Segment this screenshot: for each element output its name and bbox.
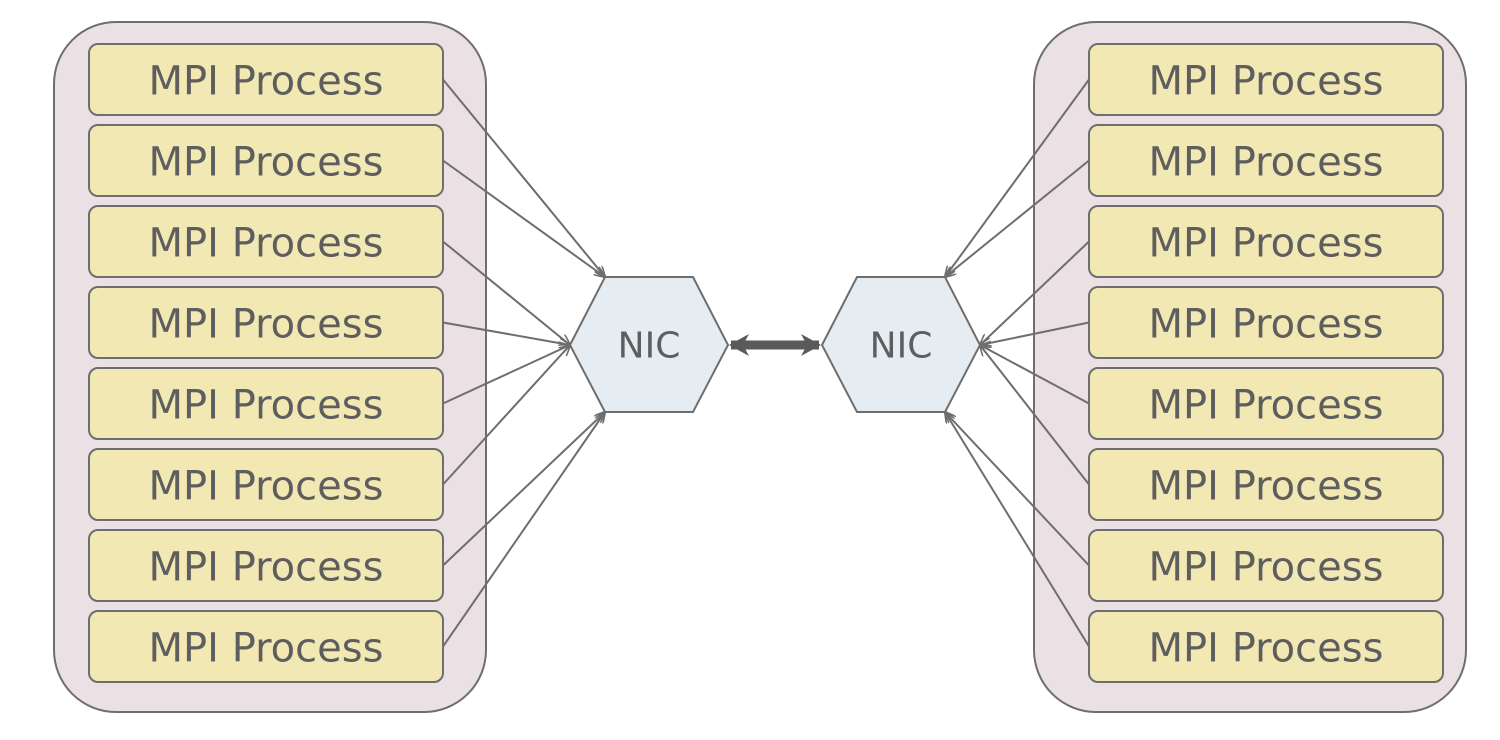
right-nic-label: NIC xyxy=(870,326,933,367)
right-process-3: MPI Process xyxy=(1088,205,1444,278)
right-process-8: MPI Process xyxy=(1088,610,1444,683)
left-process-7: MPI Process xyxy=(88,529,444,602)
left-connection-8 xyxy=(442,412,605,648)
right-connection-5 xyxy=(980,345,1090,405)
right-process-label: MPI Process xyxy=(1149,140,1384,186)
right-process-label: MPI Process xyxy=(1149,59,1384,105)
left-process-label: MPI Process xyxy=(149,626,384,672)
right-connection-7 xyxy=(945,412,1090,567)
right-nic: NIC xyxy=(820,276,982,413)
right-connection-8 xyxy=(945,412,1090,648)
right-process-label: MPI Process xyxy=(1149,626,1384,672)
right-process-label: MPI Process xyxy=(1149,383,1384,429)
left-process-label: MPI Process xyxy=(149,302,384,348)
left-nic-label: NIC xyxy=(618,326,681,367)
left-connection-7 xyxy=(442,412,605,567)
right-connection-6 xyxy=(980,345,1090,486)
right-connection-2 xyxy=(945,159,1090,278)
left-process-label: MPI Process xyxy=(149,221,384,267)
right-connection-1 xyxy=(945,78,1090,278)
right-process-1: MPI Process xyxy=(1088,43,1444,116)
left-process-4: MPI Process xyxy=(88,286,444,359)
right-process-label: MPI Process xyxy=(1149,464,1384,510)
left-process-6: MPI Process xyxy=(88,448,444,521)
left-connection-1 xyxy=(442,78,605,278)
left-connection-5 xyxy=(442,345,570,405)
left-process-8: MPI Process xyxy=(88,610,444,683)
left-connections xyxy=(442,78,605,648)
left-process-5: MPI Process xyxy=(88,367,444,440)
left-connection-2 xyxy=(442,159,605,278)
left-nic: NIC xyxy=(568,276,730,413)
right-process-label: MPI Process xyxy=(1149,545,1384,591)
right-connections xyxy=(945,78,1090,648)
right-process-4: MPI Process xyxy=(1088,286,1444,359)
right-process-label: MPI Process xyxy=(1149,302,1384,348)
left-process-label: MPI Process xyxy=(149,383,384,429)
right-process-2: MPI Process xyxy=(1088,124,1444,197)
left-process-2: MPI Process xyxy=(88,124,444,197)
right-process-6: MPI Process xyxy=(1088,448,1444,521)
left-process-label: MPI Process xyxy=(149,140,384,186)
left-process-label: MPI Process xyxy=(149,59,384,105)
left-nic-shape xyxy=(568,276,730,413)
right-nic-shape xyxy=(820,276,982,413)
left-process-1: MPI Process xyxy=(88,43,444,116)
left-process-label: MPI Process xyxy=(149,545,384,591)
left-connection-6 xyxy=(442,345,570,486)
right-connection-4 xyxy=(980,321,1090,346)
right-process-7: MPI Process xyxy=(1088,529,1444,602)
right-process-5: MPI Process xyxy=(1088,367,1444,440)
left-connection-4 xyxy=(442,321,570,346)
left-connection-3 xyxy=(442,240,570,346)
right-connection-3 xyxy=(980,240,1090,346)
left-process-label: MPI Process xyxy=(149,464,384,510)
right-process-label: MPI Process xyxy=(1149,221,1384,267)
left-process-3: MPI Process xyxy=(88,205,444,278)
